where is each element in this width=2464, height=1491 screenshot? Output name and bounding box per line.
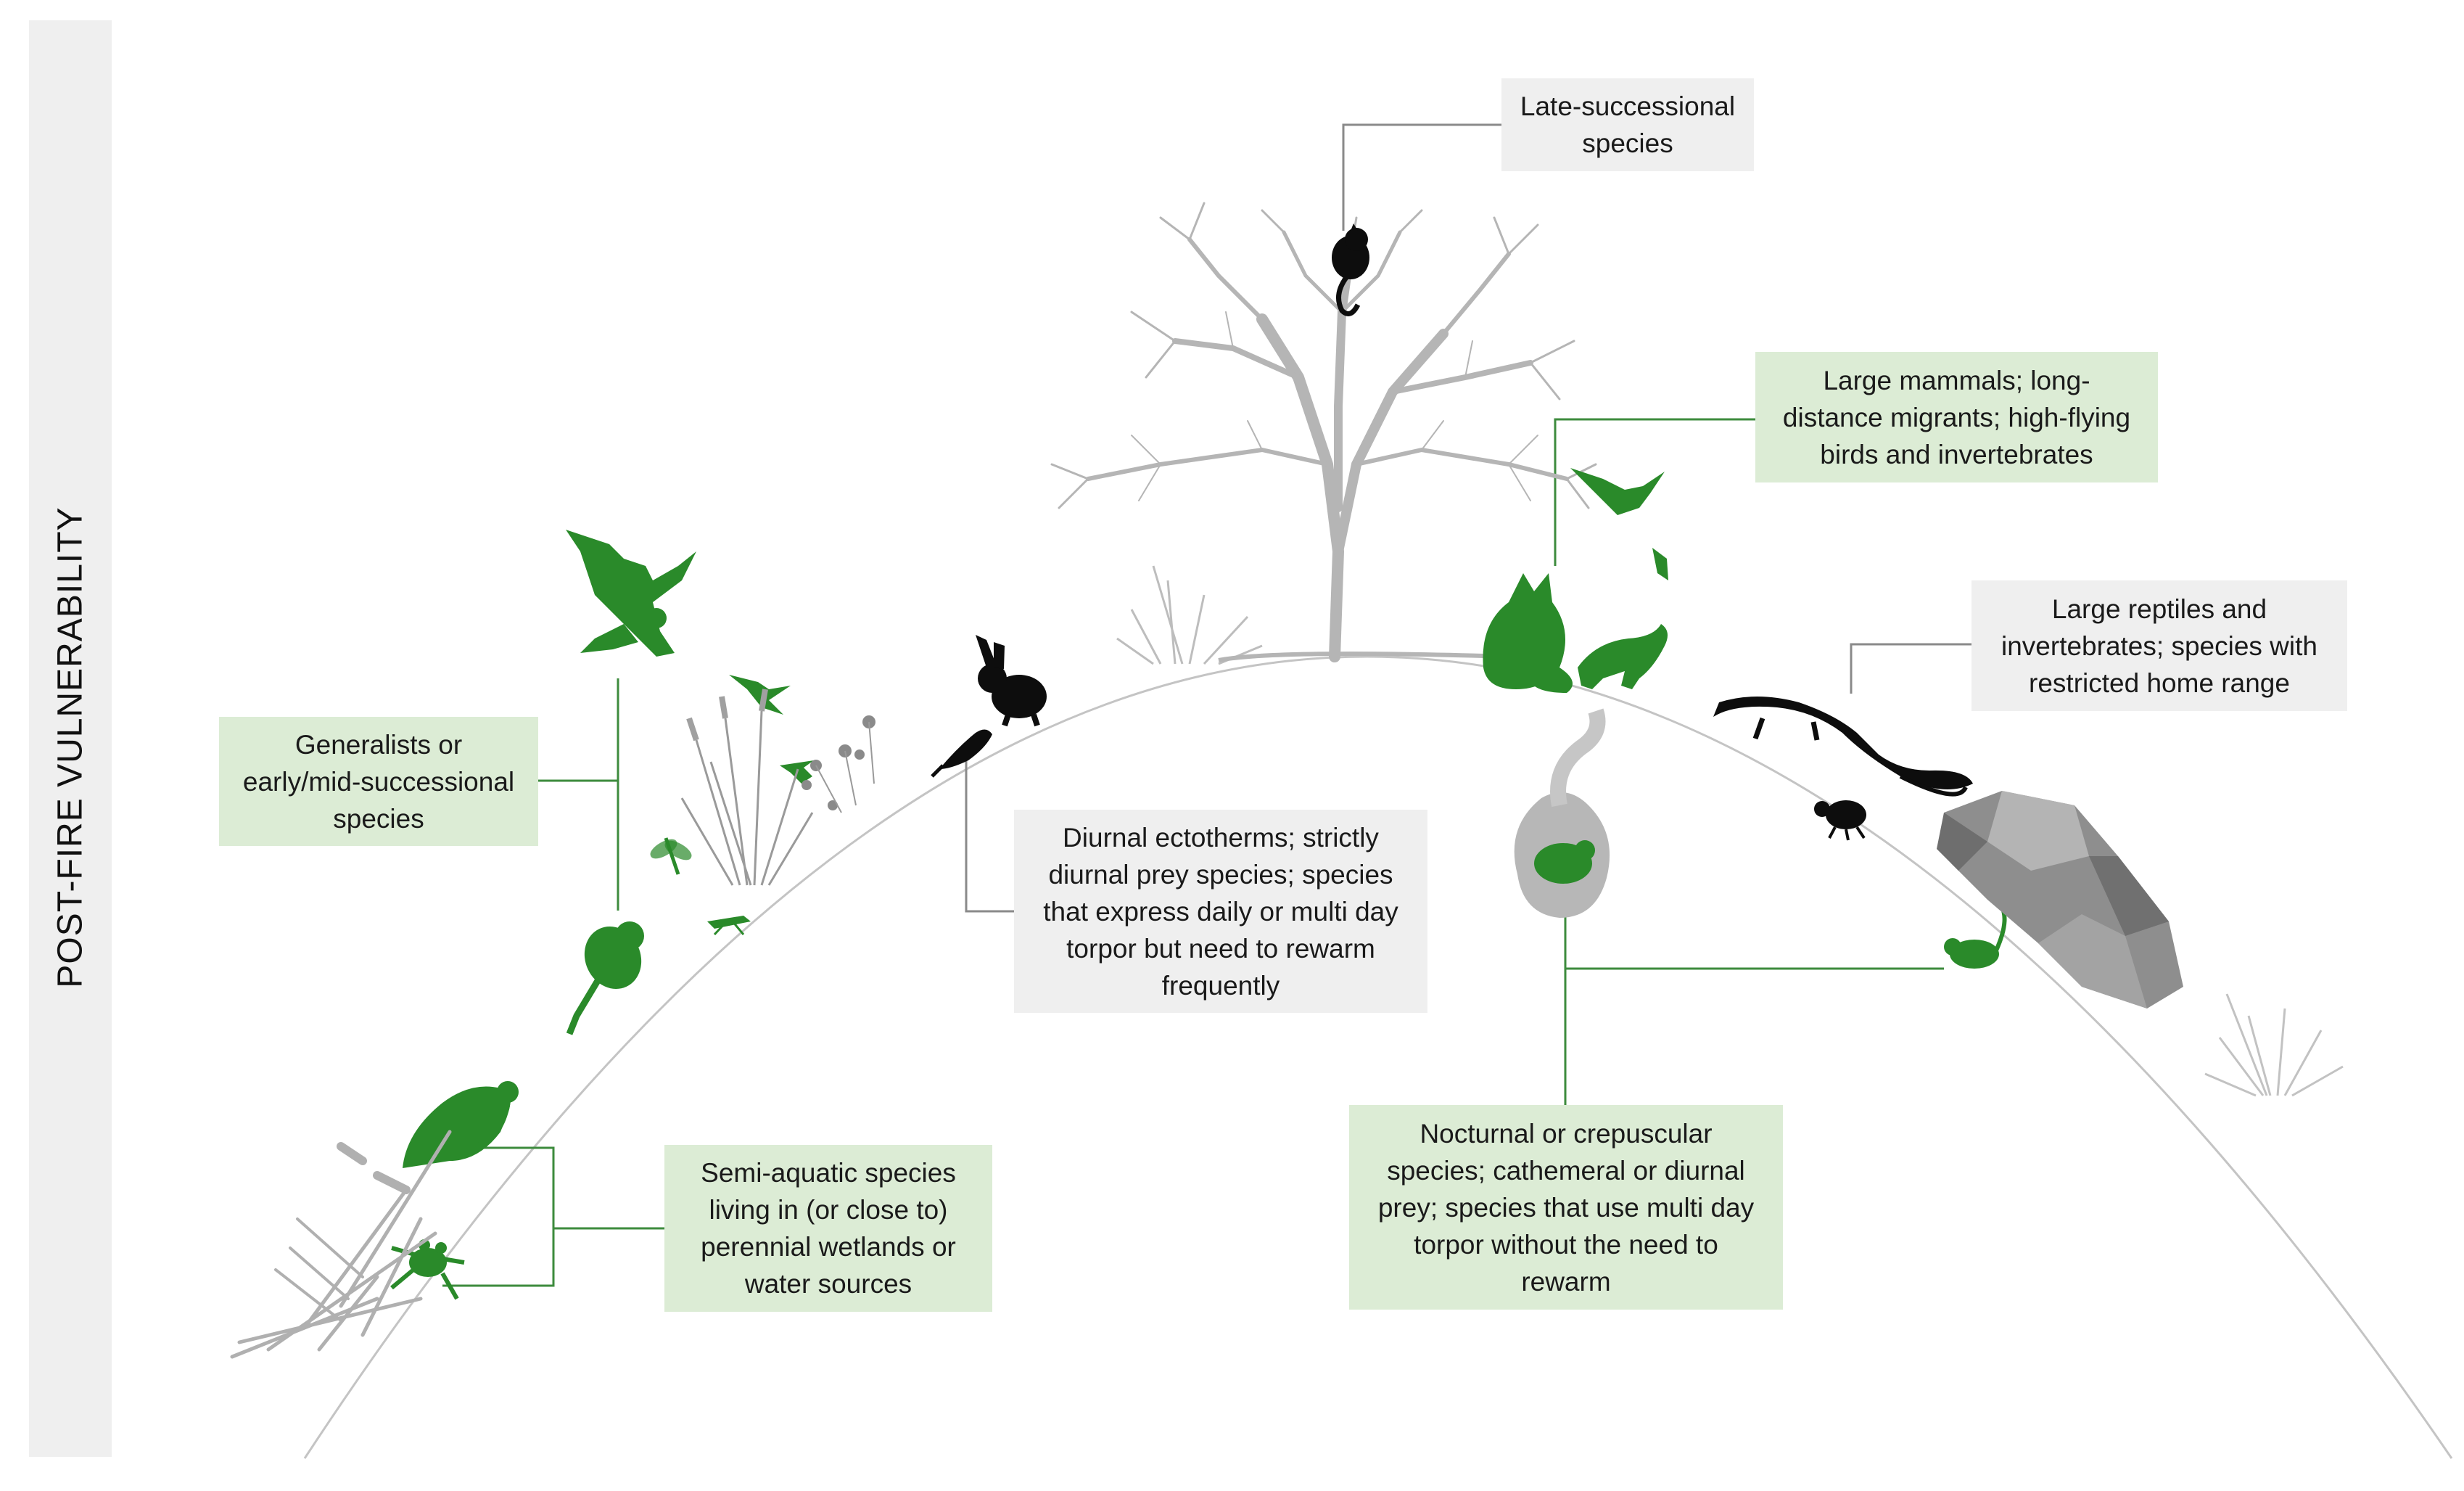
- label-nocturnal: Nocturnal or crepuscular species; cathem…: [1349, 1105, 1783, 1310]
- label-line: restricted home range: [2029, 668, 2290, 698]
- lizard-icon: [931, 729, 992, 778]
- label-line: Nocturnal or crepuscular: [1420, 1118, 1713, 1149]
- possum-icon: [1332, 223, 1369, 316]
- rabbit-icon: [976, 635, 1047, 727]
- vulnerability-arc: [303, 655, 2453, 1459]
- label-line: species; cathemeral or diurnal: [1387, 1155, 1745, 1186]
- label-line: early/mid-successional: [242, 766, 515, 797]
- beetle-icon: [1814, 800, 1866, 841]
- label-line: Diurnal ectotherms; strictly: [1063, 822, 1379, 853]
- label-line: perennial wetlands or: [701, 1232, 956, 1262]
- label-line: Semi-aquatic species: [701, 1158, 956, 1188]
- connector-semi: [442, 1146, 664, 1287]
- ground-shrub-icon: [1116, 565, 1509, 665]
- connector-noct: [1564, 889, 1944, 1105]
- side-bar: [29, 20, 112, 1457]
- dragonfly-icon: [650, 837, 692, 875]
- label-line: living in (or close to): [709, 1195, 948, 1225]
- connector-diurnal: [965, 758, 1014, 913]
- label-line: diurnal prey species; species: [1048, 859, 1393, 890]
- squirrel-icon: [566, 921, 644, 1035]
- label-line: Large reptiles and: [2051, 593, 2267, 624]
- label-line: invertebrates; species with: [2001, 631, 2317, 661]
- label-large-reptiles: Large reptiles and invertebrates; specie…: [1971, 580, 2347, 711]
- label-line: that express daily or multi day: [1043, 896, 1398, 927]
- label-line: prey; species that use multi day: [1377, 1192, 1755, 1223]
- flowers-icon: [802, 715, 875, 813]
- shrub-icon: [2204, 993, 2344, 1097]
- connector-late: [1342, 123, 1501, 231]
- label-line: Large mammals; long-: [1823, 365, 2090, 395]
- label-generalists: Generalists or early/mid-successional sp…: [219, 717, 538, 846]
- label-line: distance migrants; high-flying: [1782, 402, 2131, 432]
- eagle-icon: [566, 530, 696, 657]
- label-line: Late-successional: [1520, 91, 1736, 121]
- label-line: Generalists or: [294, 729, 463, 760]
- monitor-lizard-icon: [1713, 697, 1973, 797]
- label-late-successional: Late-successional species: [1501, 78, 1754, 171]
- label-diurnal-ectotherms: Diurnal ectotherms; strictly diurnal pre…: [1014, 810, 1427, 1013]
- small-bird-icon: [729, 675, 791, 715]
- burrow-mouse-icon: [1514, 708, 1610, 918]
- otter-icon: [403, 1081, 519, 1168]
- label-line: birds and invertebrates: [1820, 439, 2093, 469]
- label-line: rewarm: [1521, 1266, 1611, 1297]
- bird-icon: [1570, 468, 1665, 515]
- label-line: frequently: [1161, 970, 1280, 1001]
- label-line: torpor but need to rewarm: [1066, 933, 1375, 964]
- label-line: torpor without the need to: [1414, 1229, 1718, 1260]
- connector-reptile: [1850, 643, 1971, 694]
- connector-general: [538, 678, 619, 911]
- grasshopper-icon: [707, 916, 751, 936]
- connector-large: [1554, 418, 1755, 566]
- label-large-mammals: Large mammals; long- distance migrants; …: [1755, 352, 2158, 482]
- reed-icon: [230, 1130, 452, 1359]
- label-line: species: [333, 803, 424, 834]
- label-line: species: [1582, 128, 1673, 158]
- frog-icon: [390, 1239, 465, 1300]
- label-semi-aquatic: Semi-aquatic species living in (or close…: [664, 1145, 992, 1312]
- grass-icon: [680, 689, 814, 886]
- label-line: water sources: [744, 1269, 912, 1299]
- fox-icon: [1483, 573, 1573, 693]
- small-insect-icon: [1652, 548, 1668, 580]
- rock-icon: [1937, 791, 2183, 1009]
- tree-icon: [1050, 202, 1597, 662]
- weasel-icon: [1578, 624, 1668, 689]
